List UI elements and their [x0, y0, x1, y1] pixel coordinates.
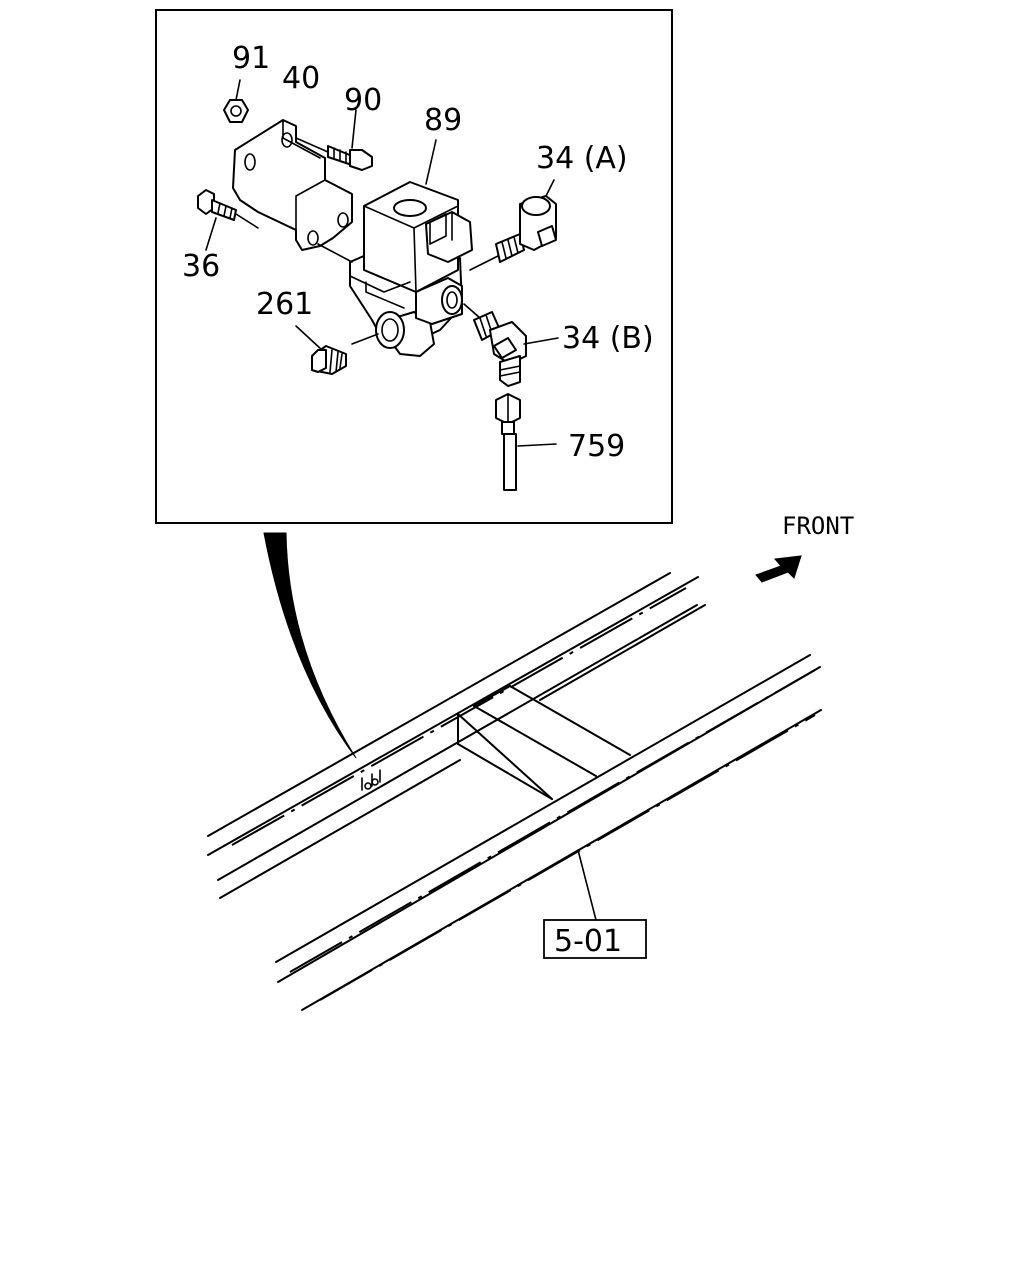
- callout-89: 89: [424, 103, 462, 138]
- callout-34b: 34 (B): [562, 321, 654, 356]
- nut-part-91: [223, 79, 249, 123]
- callout-759: 759: [568, 429, 625, 464]
- callout-91: 91: [232, 41, 270, 76]
- section-ref-box: [543, 919, 647, 959]
- front-label: FRONT: [782, 512, 854, 540]
- callout-40: 40: [282, 61, 320, 96]
- callout-36: 36: [182, 249, 220, 284]
- inset-leader-curve: [263, 532, 357, 759]
- valve-part-89: [317, 139, 499, 357]
- fitting-part-34a: [495, 179, 557, 263]
- bolt-part-90: [295, 109, 373, 171]
- callout-261: 261: [256, 287, 313, 322]
- chassis-frame: [207, 572, 822, 1011]
- callout-34a: 34 (A): [536, 141, 628, 176]
- bracket-part-40: [232, 119, 353, 251]
- section-ref-leader: [577, 849, 597, 921]
- plug-part-261: [295, 325, 347, 375]
- front-arrow-icon: [755, 555, 802, 583]
- pipe-part-759: [495, 393, 557, 491]
- section-ref-label: 5-01: [554, 924, 622, 959]
- valve-location-mark: [361, 769, 381, 791]
- callout-90: 90: [344, 83, 382, 118]
- fitting-part-34b: [473, 311, 559, 387]
- bolt-part-36: [197, 189, 259, 251]
